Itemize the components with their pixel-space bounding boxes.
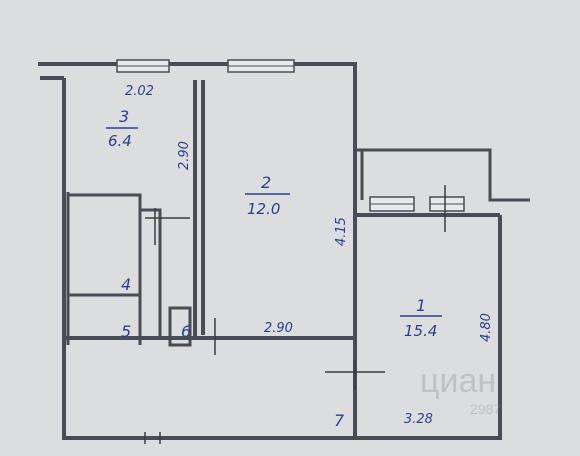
- room-3-area: 6.4: [108, 132, 132, 150]
- room-5-number: 5: [121, 322, 131, 341]
- dimension-labels: 2.02 2.90 4.15 2.90 4.80 3.28: [125, 84, 494, 427]
- room-2-number: 2: [261, 173, 271, 192]
- room-6-number: 6: [181, 322, 191, 341]
- dimension-room2-bottom: 2.90: [264, 321, 293, 336]
- room-3-number: 3: [119, 107, 129, 126]
- dimension-room1-side: 4.80: [479, 313, 494, 342]
- windows: [116, 59, 465, 212]
- room-labels: 3 6.4 2 12.0 1 15.4 4 5 6 7: [106, 107, 442, 430]
- watermark-text: циан: [420, 362, 496, 400]
- dimension-room1-bottom: 3.28: [404, 412, 433, 427]
- interior-walls: [64, 80, 355, 347]
- door-marks: [144, 185, 446, 444]
- dimension-room3-side: 2.90: [177, 141, 192, 170]
- room-1-number: 1: [416, 296, 426, 315]
- room-4-number: 4: [121, 275, 131, 294]
- dimension-room3-top: 2.02: [125, 84, 154, 99]
- watermark: циан 2987: [420, 362, 501, 417]
- watermark-digits: 2987: [470, 401, 501, 417]
- room-1-area: 15.4: [404, 322, 437, 340]
- room-7-number: 7: [334, 411, 345, 430]
- room-2-area: 12.0: [247, 200, 280, 218]
- dimension-room2-side: 4.15: [334, 217, 349, 246]
